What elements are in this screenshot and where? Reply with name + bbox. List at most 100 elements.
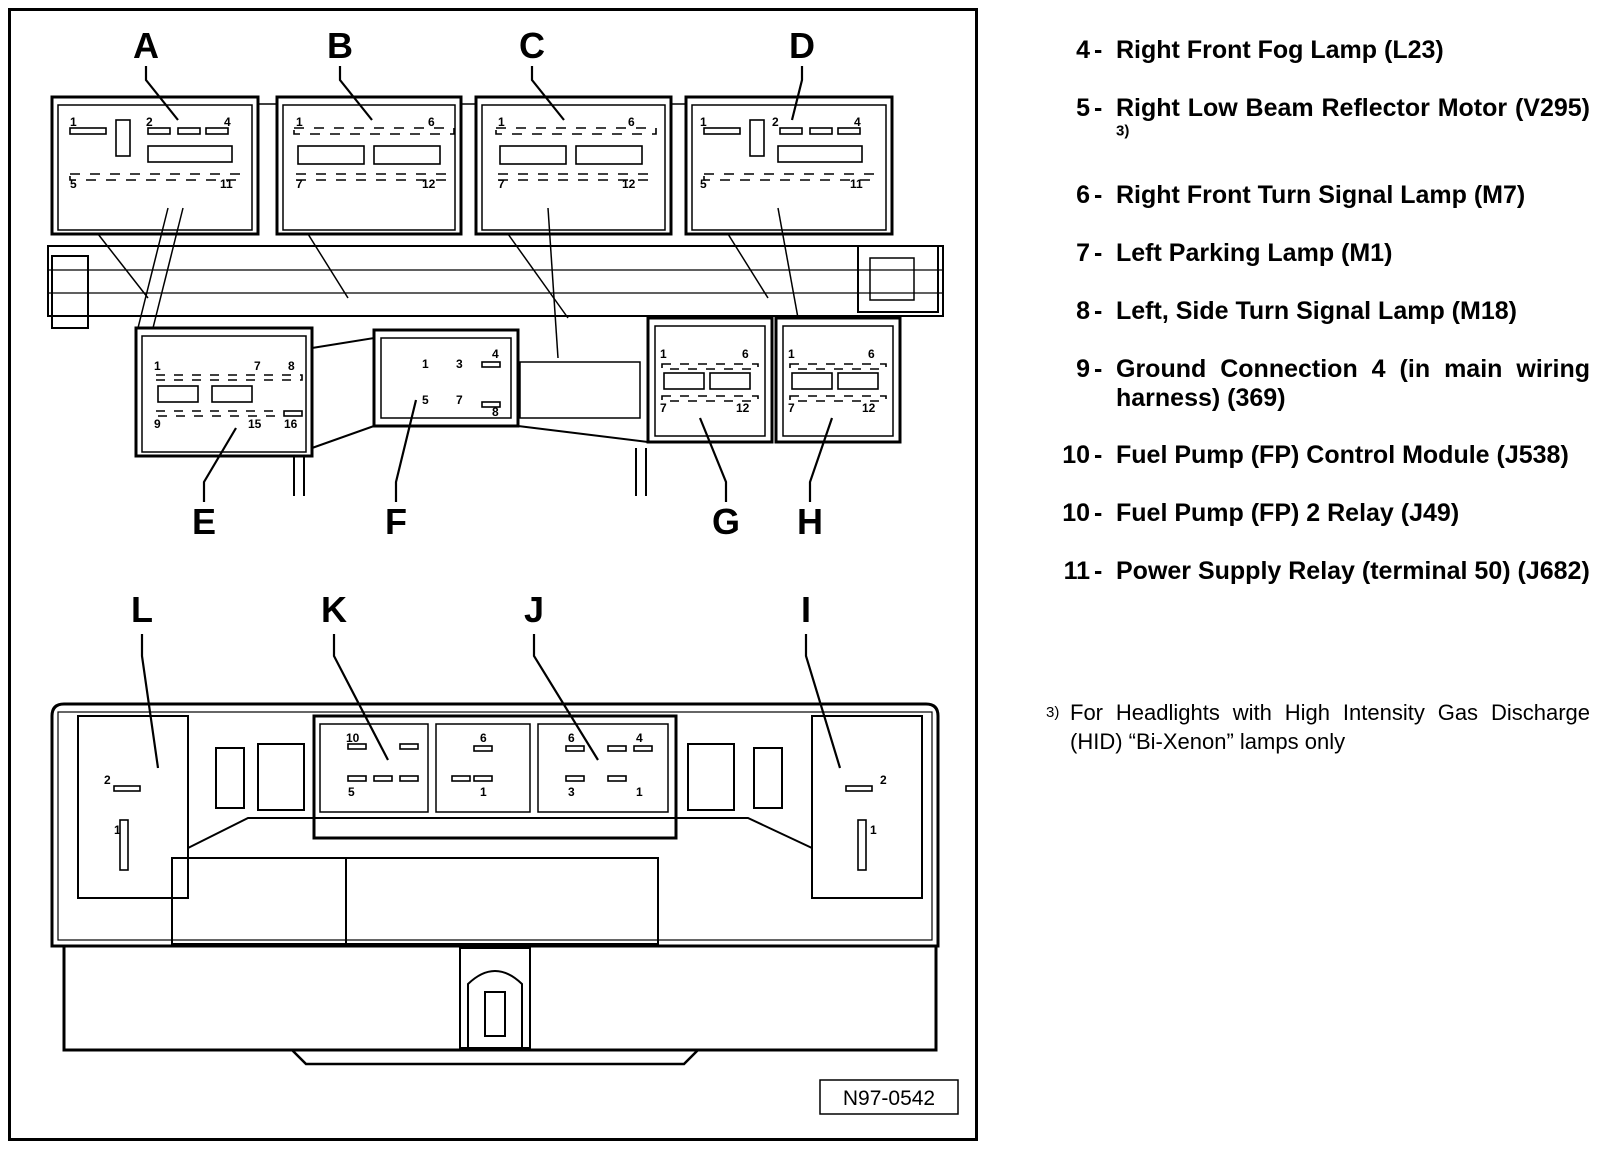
item-number: 6 <box>1076 181 1090 209</box>
pin-e-9: 9 <box>154 417 161 431</box>
label-a: A <box>133 25 159 66</box>
pin-d-11: 11 <box>850 177 863 191</box>
pin-b-7: 7 <box>296 177 303 191</box>
item-text: Left, Side Turn Signal Lamp (M18) <box>1116 297 1517 325</box>
item-text: Power Supply Relay (terminal 50) (J682) <box>1116 557 1590 585</box>
pin-e-16: 16 <box>284 417 298 431</box>
pin-a-4: 4 <box>224 115 231 129</box>
item-number: 9 <box>1076 355 1090 383</box>
item-number: 4 <box>1076 36 1090 64</box>
pin-b-1: 1 <box>296 115 303 129</box>
item-text: Right Front Fog Lamp (L23) <box>1116 36 1444 64</box>
pin-h-7: 7 <box>788 401 795 415</box>
item-number: 10 <box>1062 499 1090 527</box>
pin-g-12: 12 <box>736 401 750 415</box>
connector-diagram: A B C D E F G H L K J I 1 2 4 5 11 1 6 7… <box>8 8 978 1141</box>
label-g: G <box>712 501 740 542</box>
item-text: Right Low Beam Reflector Motor (V295) <box>1116 94 1590 122</box>
diagram-frame: A B C D E F G H L K J I 1 2 4 5 11 1 6 7… <box>8 8 1000 1142</box>
label-e: E <box>192 501 216 542</box>
upper-connector-housing <box>47 95 944 496</box>
label-i: I <box>801 589 811 630</box>
label-h: H <box>797 501 823 542</box>
pin-f-1: 1 <box>422 357 429 371</box>
pin-c-1: 1 <box>498 115 505 129</box>
item-text: Right Front Turn Signal Lamp (M7) <box>1116 181 1526 209</box>
pin-a-2: 2 <box>146 115 153 129</box>
pin-j-6: 6 <box>568 731 575 745</box>
leader-lines <box>140 66 842 769</box>
pin-c-6: 6 <box>628 115 635 129</box>
legend-item: 10- Fuel Pump (FP) 2 Relay (J49) <box>1040 499 1459 528</box>
pin-h-1: 1 <box>788 347 795 361</box>
pin-k-10: 10 <box>346 731 360 745</box>
label-l: L <box>131 589 153 630</box>
label-f: F <box>385 501 407 542</box>
item-number: 7 <box>1076 239 1090 267</box>
legend-item: 10- Fuel Pump (FP) Control Module (J538) <box>1040 441 1569 470</box>
pin-c-7: 7 <box>498 177 505 191</box>
item-number: 11 <box>1063 557 1090 585</box>
legend-item: 5- Right Low Beam Reflector Motor (V295)… <box>1040 94 1590 152</box>
footnote: 3) For Headlights with High Intensity Ga… <box>1046 698 1590 756</box>
legend-item: 9- Ground Connection 4 (in main wiring h… <box>1040 355 1590 413</box>
item-number: 8 <box>1076 297 1090 325</box>
pin-g-1: 1 <box>660 347 667 361</box>
pin-j-1: 1 <box>636 785 643 799</box>
legend-item: 6- Right Front Turn Signal Lamp (M7) <box>1040 181 1525 210</box>
pin-slots-lower <box>113 743 873 871</box>
pin-k-6: 6 <box>480 731 487 745</box>
pin-g-6: 6 <box>742 347 749 361</box>
lower-relay-housing <box>50 702 940 1066</box>
item-text: Fuel Pump (FP) 2 Relay (J49) <box>1116 499 1460 527</box>
pin-h-12: 12 <box>862 401 876 415</box>
pin-k-5: 5 <box>348 785 355 799</box>
footnote-mark: 3) <box>1046 704 1060 721</box>
pin-f-8: 8 <box>492 405 499 419</box>
pin-c-12: 12 <box>622 177 636 191</box>
pin-d-4: 4 <box>854 115 861 129</box>
label-k: K <box>321 589 347 630</box>
item-text: Left Parking Lamp (M1) <box>1116 239 1393 267</box>
pin-e-1: 1 <box>154 359 161 373</box>
pin-i-1: 1 <box>870 823 877 837</box>
pin-f-7: 7 <box>456 393 463 407</box>
pin-f-5: 5 <box>422 393 429 407</box>
pin-j-4: 4 <box>636 731 643 745</box>
pin-d-1: 1 <box>700 115 707 129</box>
legend-item: 7- Left Parking Lamp (M1) <box>1040 239 1392 268</box>
legend-item: 11- Power Supply Relay (terminal 50) (J6… <box>1040 557 1590 586</box>
pin-e-7: 7 <box>254 359 261 373</box>
item-text: Ground Connection 4 (in main wiring harn… <box>1116 355 1590 412</box>
pin-d-5: 5 <box>700 177 707 191</box>
pin-f-4: 4 <box>492 347 499 361</box>
pin-h-6: 6 <box>868 347 875 361</box>
item-text: Fuel Pump (FP) Control Module (J538) <box>1116 441 1569 469</box>
pin-e-8: 8 <box>288 359 295 373</box>
pin-e-15: 15 <box>248 417 262 431</box>
pin-a-5: 5 <box>70 177 77 191</box>
pin-k-1: 1 <box>480 785 487 799</box>
label-j: J <box>524 589 544 630</box>
reference-number: N97-0542 <box>843 1087 935 1110</box>
pin-b-12: 12 <box>422 177 436 191</box>
pin-b-6: 6 <box>428 115 435 129</box>
pin-i-2: 2 <box>880 773 887 787</box>
legend-item: 4- Right Front Fog Lamp (L23) <box>1040 36 1444 65</box>
pin-l-1: 1 <box>114 823 121 837</box>
pin-l-2: 2 <box>104 773 111 787</box>
pin-a-1: 1 <box>70 115 77 129</box>
item-number: 5 <box>1076 94 1090 122</box>
pin-slots-upper <box>69 119 887 417</box>
pin-numbers: 1 2 4 5 11 1 6 7 12 1 6 7 12 1 2 4 5 11 … <box>70 115 887 837</box>
pin-g-7: 7 <box>660 401 667 415</box>
connector-labels: A B C D E F G H L K J I <box>131 25 823 630</box>
reference-box <box>819 1079 959 1115</box>
label-c: C <box>519 25 545 66</box>
item-number: 10 <box>1062 441 1090 469</box>
pin-j-3: 3 <box>568 785 575 799</box>
label-d: D <box>789 25 815 66</box>
pin-a-11: 11 <box>220 177 233 191</box>
legend-item: 8- Left, Side Turn Signal Lamp (M18) <box>1040 297 1517 326</box>
label-b: B <box>327 25 353 66</box>
